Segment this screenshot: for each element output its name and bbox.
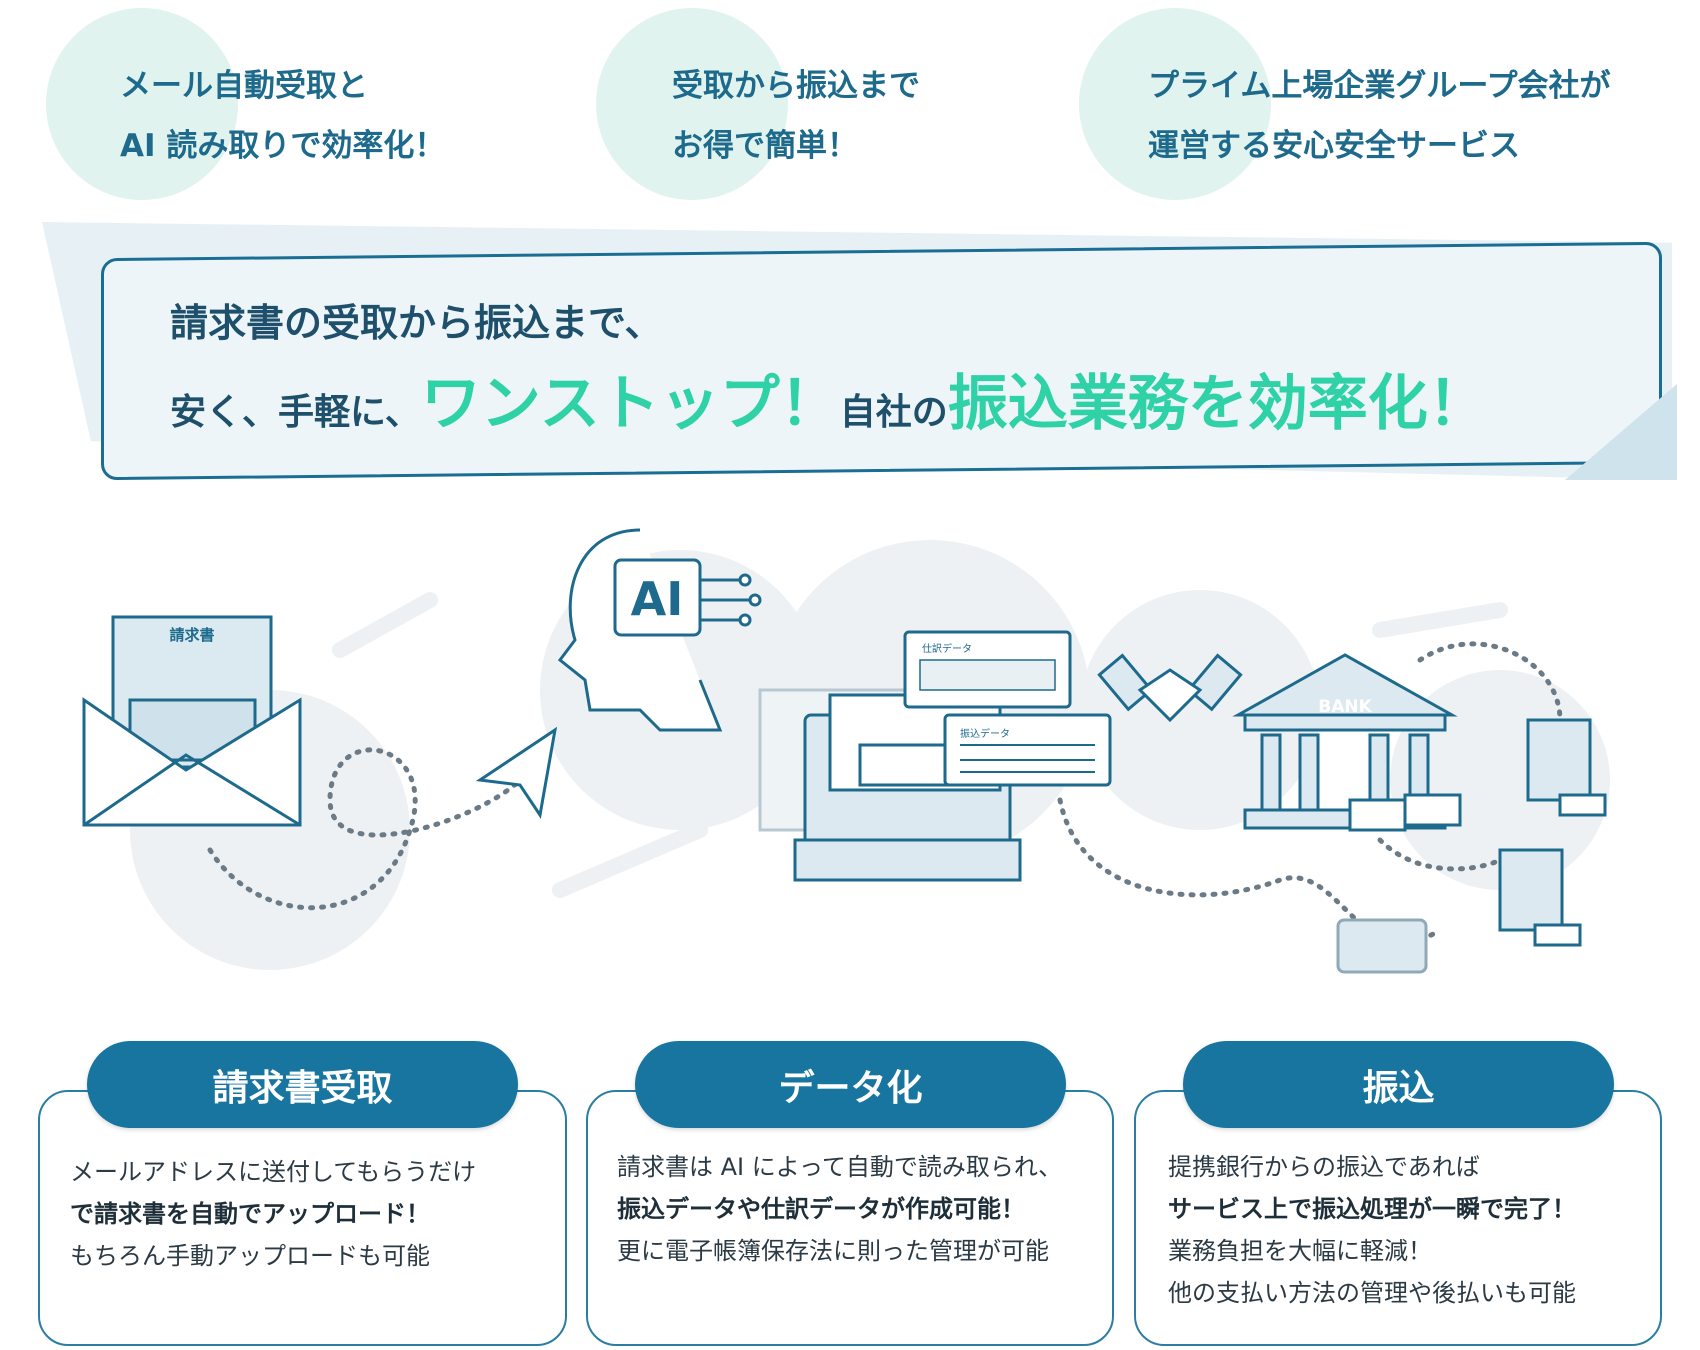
- banner-highlight-efficiency: 振込業務を効率化！: [947, 369, 1488, 439]
- feature-1: メール自動受取と AI 読み取りで効率化！: [120, 56, 445, 176]
- banner-line1: 請求書の受取から振込まで、: [170, 301, 663, 345]
- card-title-invoice-receipt: 請求書受取: [87, 1041, 518, 1128]
- ai-head-icon: [557, 528, 762, 732]
- card-line: 他の支払い方法の管理や後払いも可能: [1168, 1279, 1576, 1307]
- card-line-bold: 振込データや仕訳データが作成可能！: [617, 1195, 1025, 1223]
- card-data-conversion-text: 請求書は AI によって自動で読み取られ、 振込データや仕訳データが作成可能！ …: [617, 1146, 1062, 1272]
- laptop-icon: [758, 688, 1022, 882]
- banner-text: 安く、手軽に、: [170, 392, 421, 433]
- feature-circle-decoration: [596, 8, 788, 200]
- invoice-label: 請求書: [169, 626, 214, 644]
- card-title-data-conversion: データ化: [635, 1041, 1066, 1128]
- banner-highlight-onestop: ワンストップ！: [420, 369, 840, 439]
- card-line: で請求書を自動でアップロード！: [70, 1193, 476, 1235]
- card-invoice-receipt: [38, 1090, 567, 1346]
- feature-1-line2: AI 読み取りで効率化！: [120, 128, 446, 164]
- feature-3-line1: プライム上場企業グループ会社が: [1148, 68, 1611, 104]
- dotted-path: [207, 641, 1563, 945]
- card-data-conversion: [586, 1090, 1114, 1346]
- feature-circle-decoration: [46, 8, 238, 200]
- journal-data-label: 仕訳データ: [922, 642, 972, 655]
- feature-3-line2: 運営する安心安全サービス: [1148, 128, 1520, 164]
- card-line: もちろん手動アップロードも可能: [70, 1242, 430, 1270]
- card-transfer-text: 提携銀行からの振込であれば サービス上で振込処理が一瞬で完了！ 業務負担を大幅に…: [1168, 1146, 1576, 1314]
- card-line: 振込データや仕訳データが作成可能！: [617, 1188, 1062, 1230]
- ai-label: AI: [631, 572, 684, 626]
- transfer-data-label: 振込データ: [960, 727, 1010, 740]
- card-title-transfer: 振込: [1183, 1041, 1614, 1128]
- feature-1-line1: メール自動受取と: [120, 68, 368, 104]
- bank-label: BANK: [1318, 697, 1372, 717]
- card-line-bold: サービス上で振込処理が一瞬で完了！: [1168, 1195, 1576, 1223]
- background-blobs: [130, 540, 1610, 970]
- card-line: 更に電子帳簿保存法に則った管理が可能: [617, 1237, 1049, 1265]
- feature-2: 受取から振込までお得で簡単！: [672, 56, 920, 176]
- card-line-bold: で請求書を自動でアップロード！: [70, 1200, 430, 1228]
- journal-data-card: [903, 630, 1112, 787]
- handshake-icon: [1097, 653, 1243, 723]
- paper-plane-icon: [475, 726, 558, 819]
- feature-2-line1: 受取から振込まで: [672, 68, 920, 104]
- card-line: メールアドレスに送付してもらうだけ: [70, 1158, 477, 1186]
- card-line: 請求書は AI によって自動で読み取られ、: [617, 1153, 1063, 1181]
- envelope-icon: [82, 615, 302, 827]
- feature-2-line2: お得で簡単！: [672, 128, 858, 164]
- bank-icon: [1232, 653, 1462, 832]
- banner-line2: 安く、手軽に、 ワンストップ！ 自社の 振込業務を効率化！: [170, 355, 1488, 442]
- speed-lines: [332, 582, 1508, 898]
- card-line: 提携銀行からの振込であれば: [1168, 1153, 1480, 1181]
- banner-text: 自社の: [839, 392, 948, 433]
- credit-card-icon: [1336, 918, 1428, 974]
- card-invoice-receipt-text: メールアドレスに送付してもらうだけ で請求書を自動でアップロード！ もちろん手動…: [70, 1151, 476, 1277]
- feature-3: プライム上場企業グループ会社が運営する安心安全サービス: [1148, 56, 1611, 176]
- building-icon: [1498, 718, 1607, 947]
- feature-circle-decoration: [1079, 8, 1271, 200]
- card-line: 業務負担を大幅に軽減！: [1168, 1237, 1432, 1265]
- card-line: サービス上で振込処理が一瞬で完了！: [1168, 1188, 1576, 1230]
